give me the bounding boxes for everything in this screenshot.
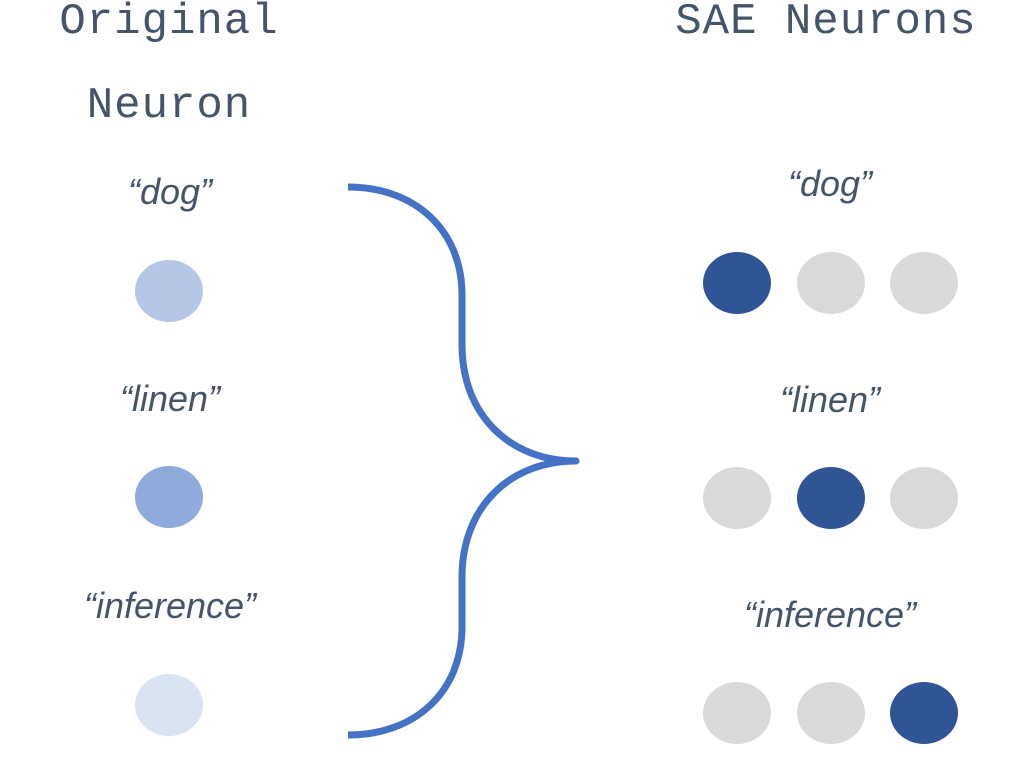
sae-neuron-dot <box>797 252 865 314</box>
original-token-label-dog: “dog” <box>127 171 213 212</box>
sae-neuron-dot <box>797 682 865 744</box>
original-token-label-linen: “linen” <box>119 378 221 419</box>
brace-path <box>347 183 580 739</box>
original-neuron-dot-inference <box>135 674 203 736</box>
sae-token-label-dog: “dog” <box>787 163 873 204</box>
original-token-label-inference: “inference” <box>83 585 257 626</box>
sae-token-label-inference: “inference” <box>743 594 917 635</box>
sae-neuron-dot <box>703 252 771 314</box>
sae-neuron-dot <box>703 682 771 744</box>
sae-neuron-dot <box>890 682 958 744</box>
sae-neuron-dot <box>890 467 958 529</box>
sae-neuron-dot <box>797 467 865 529</box>
original-neuron-dot-linen <box>135 466 203 528</box>
original-neuron-dot-dog <box>135 260 203 322</box>
sae-neuron-dot <box>703 467 771 529</box>
original-neuron-heading: Original Neuron <box>59 0 279 131</box>
sae-neurons-heading: SAE Neurons <box>675 0 977 47</box>
sae-neuron-dot <box>890 252 958 314</box>
sae-token-label-linen: “linen” <box>779 379 881 420</box>
